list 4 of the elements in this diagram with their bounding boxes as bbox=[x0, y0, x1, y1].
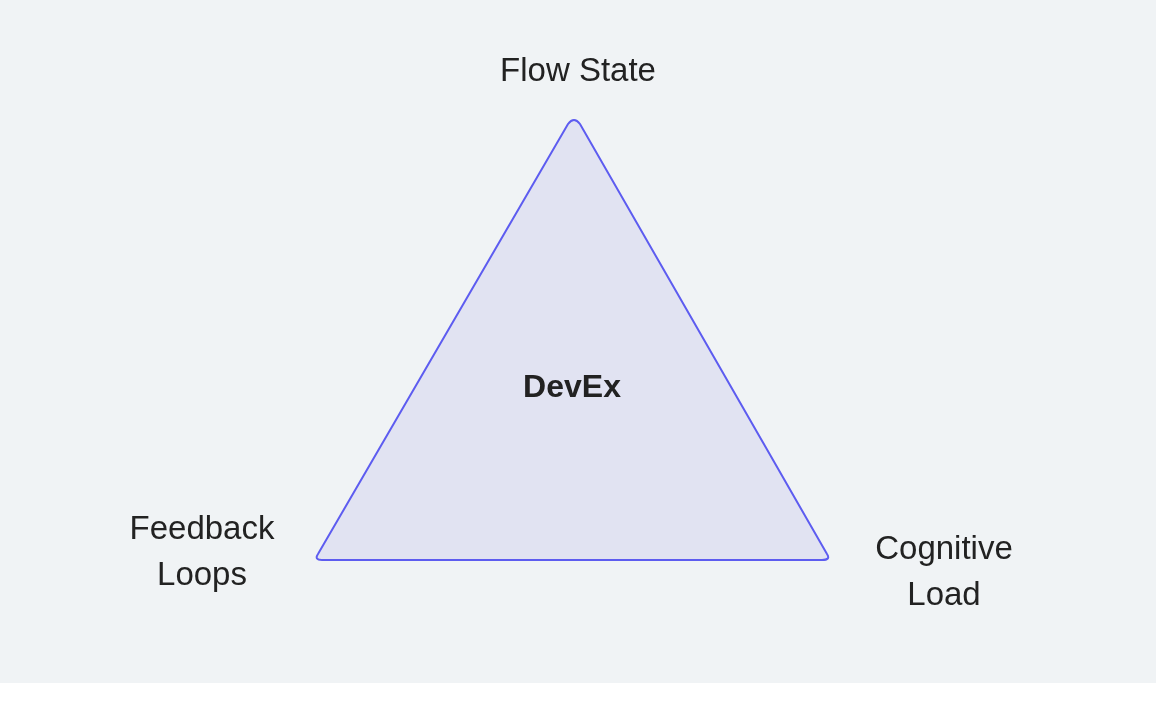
corner-label: Feedback Loops bbox=[128, 508, 276, 594]
node-label: DevEx bbox=[522, 368, 622, 405]
corner-label: Flow State bbox=[499, 50, 657, 90]
corner-label: Cognitive Load bbox=[874, 528, 1014, 614]
